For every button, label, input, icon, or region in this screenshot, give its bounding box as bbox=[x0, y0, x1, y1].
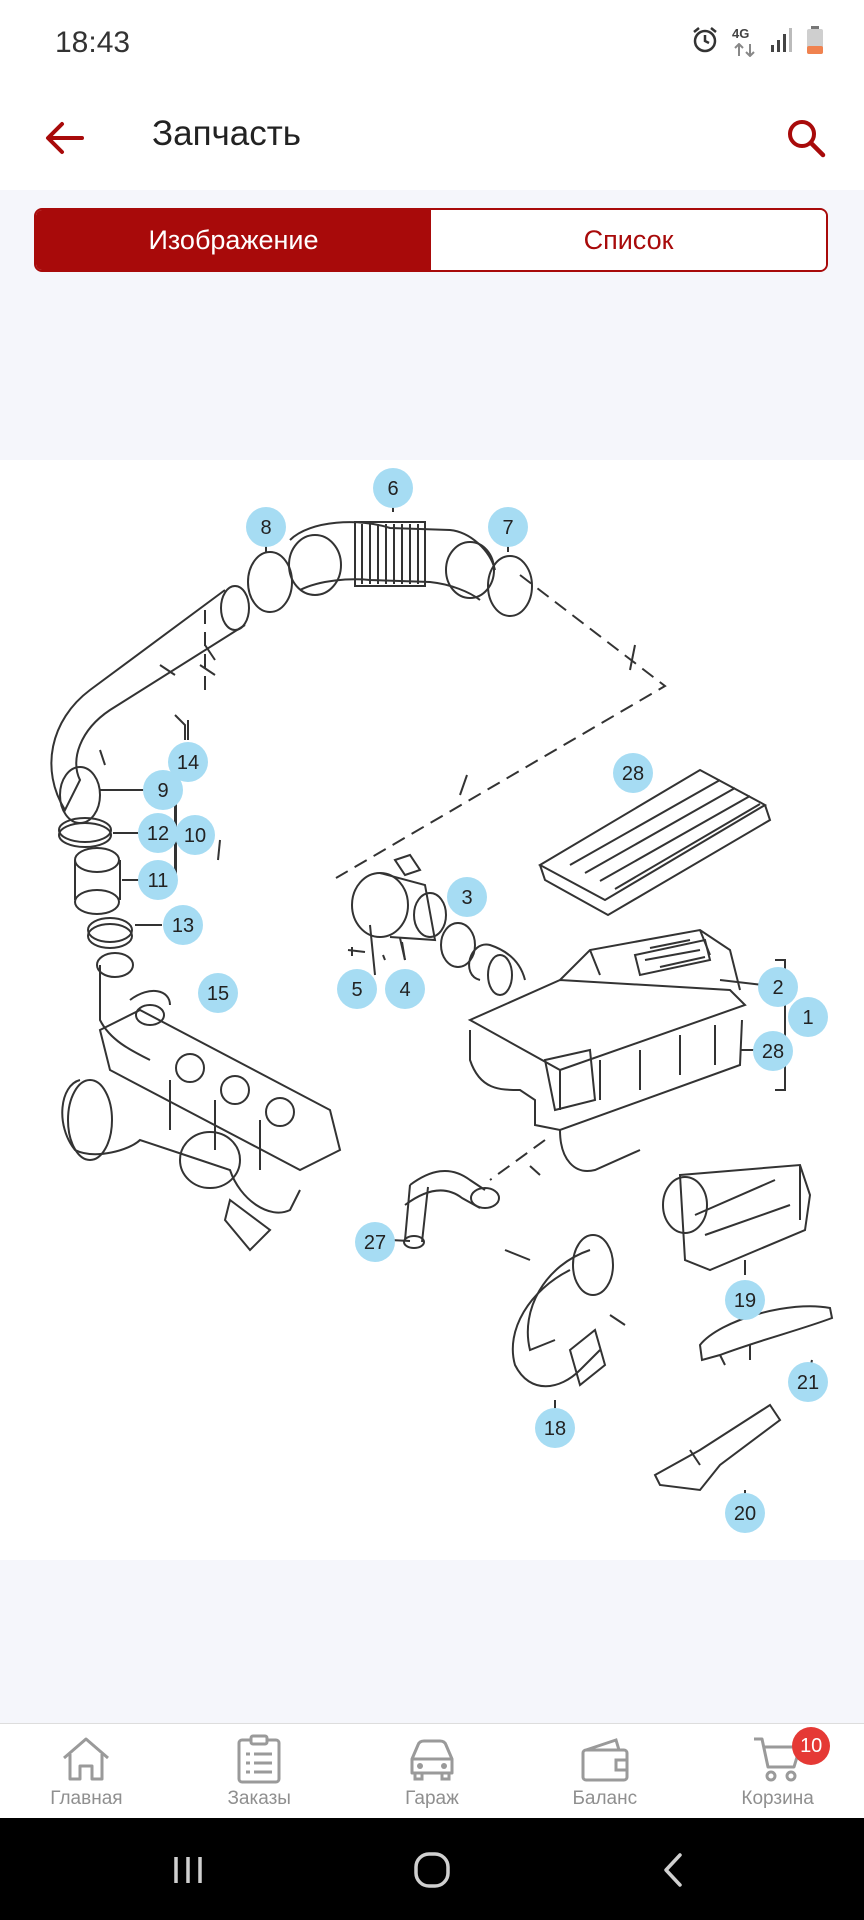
callout-8[interactable]: 8 bbox=[246, 507, 286, 547]
svg-text:6: 6 bbox=[387, 478, 398, 500]
nav-label-cart: Корзина bbox=[741, 1788, 814, 1809]
svg-text:15: 15 bbox=[207, 983, 229, 1005]
air-mass-meter-drawing bbox=[347, 853, 476, 976]
svg-text:28: 28 bbox=[762, 1041, 784, 1063]
bottom-cover-drawing bbox=[653, 1403, 782, 1492]
nav-label-garage: Гараж bbox=[405, 1788, 459, 1809]
svg-text:3: 3 bbox=[461, 887, 472, 909]
cart-count-badge: 10 bbox=[792, 1727, 831, 1765]
view-toggle: Изображение Список bbox=[34, 208, 828, 272]
network-4g-icon: 4G bbox=[732, 26, 758, 58]
status-time: 18:43 bbox=[55, 26, 131, 59]
nav-balance[interactable]: Баланс bbox=[518, 1724, 691, 1819]
svg-text:28: 28 bbox=[622, 763, 644, 785]
svg-text:14: 14 bbox=[177, 752, 199, 774]
callout-9[interactable]: 9 bbox=[143, 770, 183, 810]
nav-label-home: Главная bbox=[50, 1788, 123, 1809]
charge-pipe-drawing bbox=[50, 585, 250, 949]
svg-text:5: 5 bbox=[351, 979, 362, 1001]
callout-14[interactable]: 14 bbox=[168, 742, 208, 782]
callout-3[interactable]: 3 bbox=[447, 877, 487, 917]
back-system-button[interactable] bbox=[644, 1848, 704, 1892]
callout-5[interactable]: 5 bbox=[337, 969, 377, 1009]
nav-orders[interactable]: Заказы bbox=[173, 1724, 346, 1819]
turbo-manifold-drawing bbox=[61, 952, 342, 1252]
callout-2[interactable]: 2 bbox=[758, 967, 798, 1007]
svg-text:18: 18 bbox=[544, 1418, 566, 1440]
parts-diagram-image: 6 8 7 14 28 9 12 10 11 13 3 5 4 15 2 1 2… bbox=[50, 468, 834, 1533]
callout-12[interactable]: 12 bbox=[138, 813, 178, 853]
svg-text:2: 2 bbox=[772, 977, 783, 999]
svg-text:12: 12 bbox=[147, 823, 169, 845]
svg-text:8: 8 bbox=[260, 517, 271, 539]
svg-text:10: 10 bbox=[184, 825, 206, 847]
app-bar: Запчасть bbox=[0, 86, 864, 190]
system-nav-bar bbox=[0, 1818, 864, 1920]
home-icon bbox=[59, 1734, 113, 1784]
nav-label-orders: Заказы bbox=[227, 1788, 291, 1809]
svg-text:4: 4 bbox=[399, 979, 410, 1001]
intake-hose-drawing bbox=[504, 1234, 626, 1388]
parts-diagram: 6 8 7 14 28 9 12 10 11 13 3 5 4 15 2 1 2… bbox=[0, 460, 864, 1560]
search-icon bbox=[788, 120, 826, 158]
callout-1[interactable]: 1 bbox=[788, 997, 828, 1037]
home-system-button[interactable] bbox=[402, 1848, 462, 1892]
page-title: Запчасть bbox=[152, 114, 302, 153]
callout-28-housing[interactable]: 28 bbox=[753, 1031, 793, 1071]
nav-cart[interactable]: Корзина 10 bbox=[691, 1724, 864, 1819]
callout-10[interactable]: 10 bbox=[175, 815, 215, 855]
tab-image[interactable]: Изображение bbox=[36, 210, 431, 270]
callout-19[interactable]: 19 bbox=[725, 1280, 765, 1320]
vent-hose-drawing bbox=[403, 1169, 500, 1249]
svg-text:9: 9 bbox=[157, 780, 168, 802]
air-filter-housing-drawing bbox=[467, 928, 747, 1172]
status-bar: 18:43 4G bbox=[0, 0, 864, 86]
recent-apps-button[interactable] bbox=[158, 1848, 218, 1892]
cover-drawing bbox=[698, 1305, 834, 1366]
signal-icon bbox=[770, 27, 794, 58]
svg-text:13: 13 bbox=[172, 915, 194, 937]
callout-6[interactable]: 6 bbox=[373, 468, 413, 508]
callout-7[interactable]: 7 bbox=[488, 507, 528, 547]
car-icon bbox=[405, 1734, 459, 1784]
filter-element-drawing bbox=[537, 768, 772, 917]
home-circle-icon bbox=[414, 1852, 450, 1888]
svg-text:11: 11 bbox=[148, 870, 169, 892]
callout-20[interactable]: 20 bbox=[725, 1493, 765, 1533]
alarm-icon bbox=[690, 25, 720, 60]
tab-list[interactable]: Список bbox=[431, 210, 826, 270]
callout-4[interactable]: 4 bbox=[385, 969, 425, 1009]
status-icons: 4G bbox=[690, 24, 824, 60]
search-button[interactable] bbox=[776, 108, 836, 168]
svg-text:19: 19 bbox=[734, 1290, 756, 1312]
air-duct-drawing bbox=[662, 1163, 812, 1272]
nav-label-balance: Баланс bbox=[572, 1788, 638, 1809]
nav-home[interactable]: Главная bbox=[0, 1724, 173, 1819]
svg-text:20: 20 bbox=[734, 1503, 756, 1525]
svg-text:21: 21 bbox=[797, 1372, 819, 1394]
svg-text:7: 7 bbox=[502, 517, 513, 539]
callout-15[interactable]: 15 bbox=[198, 973, 238, 1013]
recent-apps-icon bbox=[174, 1857, 202, 1883]
orders-icon bbox=[232, 1734, 286, 1784]
back-button[interactable] bbox=[36, 110, 92, 166]
intake-pipe-drawing bbox=[247, 521, 533, 617]
network-label: 4G bbox=[732, 26, 750, 41]
svg-text:1: 1 bbox=[802, 1007, 813, 1029]
callout-27[interactable]: 27 bbox=[355, 1222, 395, 1262]
svg-text:27: 27 bbox=[364, 1232, 386, 1254]
callout-21[interactable]: 21 bbox=[788, 1362, 828, 1402]
back-chevron-icon bbox=[664, 1853, 682, 1887]
wallet-icon bbox=[578, 1734, 632, 1784]
bottom-nav: Главная Заказы Гараж Баланс Корзина 10 bbox=[0, 1723, 864, 1819]
callout-28[interactable]: 28 bbox=[613, 753, 653, 793]
callout-11[interactable]: 11 bbox=[138, 860, 178, 900]
battery-icon bbox=[806, 25, 824, 60]
callout-18[interactable]: 18 bbox=[535, 1408, 575, 1448]
callout-13[interactable]: 13 bbox=[163, 905, 203, 945]
nav-garage[interactable]: Гараж bbox=[346, 1724, 519, 1819]
arrow-left-icon bbox=[46, 122, 84, 154]
